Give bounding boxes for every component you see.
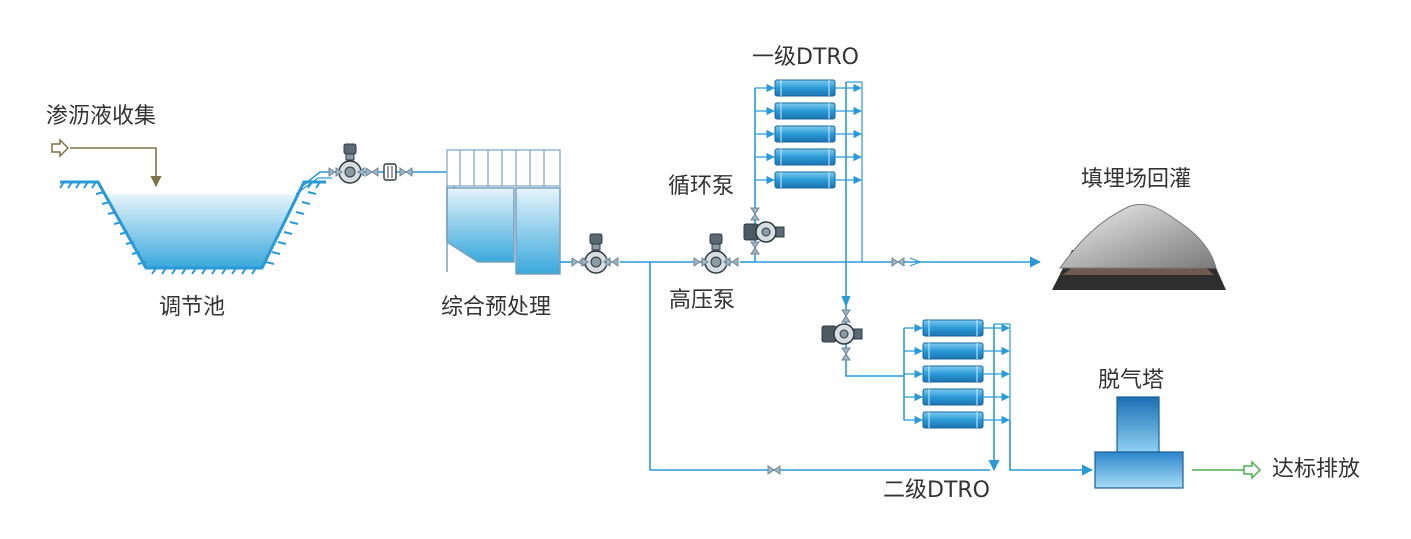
dtro1-modules bbox=[755, 79, 862, 189]
label-circulation-pump: 循环泵 bbox=[668, 174, 735, 199]
dtro-module bbox=[774, 148, 836, 166]
pretreatment-unit bbox=[446, 149, 561, 275]
circulation-pump-icon bbox=[743, 221, 785, 243]
dtro-module bbox=[774, 125, 836, 143]
pretreatment-tank bbox=[446, 187, 515, 263]
hollow-arrow-icon bbox=[51, 138, 70, 158]
label-tank: 调节池 bbox=[159, 295, 226, 320]
collection-input bbox=[51, 138, 162, 188]
tank-water bbox=[105, 194, 300, 268]
valve-icon bbox=[750, 241, 760, 255]
landfill-rock bbox=[1059, 204, 1217, 269]
valve-icon bbox=[841, 309, 851, 323]
dtro-stage-2 bbox=[821, 295, 1094, 476]
regulating-tank bbox=[59, 180, 326, 275]
valve-icon bbox=[891, 257, 905, 267]
label-landfill: 填埋场回灌 bbox=[1081, 167, 1192, 192]
valve-icon bbox=[841, 347, 851, 361]
dtro-module bbox=[922, 411, 984, 429]
pump-icon bbox=[581, 233, 611, 274]
valve-icon bbox=[767, 465, 781, 475]
dtro2-modules bbox=[904, 319, 1010, 429]
valve-icon bbox=[725, 257, 739, 267]
valve-icon bbox=[605, 257, 619, 267]
label-pretreatment: 综合预处理 bbox=[441, 295, 552, 320]
collection-pipe bbox=[70, 147, 162, 188]
dtro-stage-1 bbox=[743, 79, 1042, 300]
dtro-module bbox=[922, 388, 984, 406]
pipe-tank-to-pretreatment bbox=[295, 143, 455, 195]
main-flow-line bbox=[560, 233, 990, 475]
tower-column bbox=[1116, 396, 1160, 453]
tank-hatching bbox=[59, 181, 321, 275]
label-collection: 渗沥液收集 bbox=[46, 104, 157, 129]
label-dtro1: 一级DTRO bbox=[752, 45, 859, 70]
pump-icon bbox=[821, 323, 863, 345]
label-high-pressure-pump: 高压泵 bbox=[669, 288, 736, 313]
pump-icon bbox=[335, 143, 365, 184]
label-discharge: 达标排放 bbox=[1272, 457, 1361, 482]
valve-icon bbox=[365, 167, 379, 177]
tower-base bbox=[1094, 451, 1184, 489]
valve-icon bbox=[399, 167, 413, 177]
pretreatment-frame bbox=[446, 149, 561, 187]
dtro-module bbox=[774, 171, 836, 189]
dtro-module bbox=[774, 102, 836, 120]
pretreatment-clearwell bbox=[515, 187, 561, 275]
hollow-arrow-icon bbox=[1243, 460, 1262, 480]
dtro-module bbox=[774, 79, 836, 97]
valve-icon bbox=[750, 207, 760, 221]
label-degassing: 脱气塔 bbox=[1098, 368, 1165, 393]
filter-icon bbox=[383, 163, 397, 181]
dtro-module bbox=[922, 319, 984, 337]
high-pressure-pump-icon bbox=[701, 233, 731, 274]
landfill bbox=[1052, 204, 1226, 290]
discharge-output bbox=[1192, 460, 1262, 480]
dtro-module bbox=[922, 342, 984, 360]
degassing-tower bbox=[1094, 396, 1184, 489]
dtro-module bbox=[922, 365, 984, 383]
label-dtro2: 二级DTRO bbox=[883, 478, 990, 503]
